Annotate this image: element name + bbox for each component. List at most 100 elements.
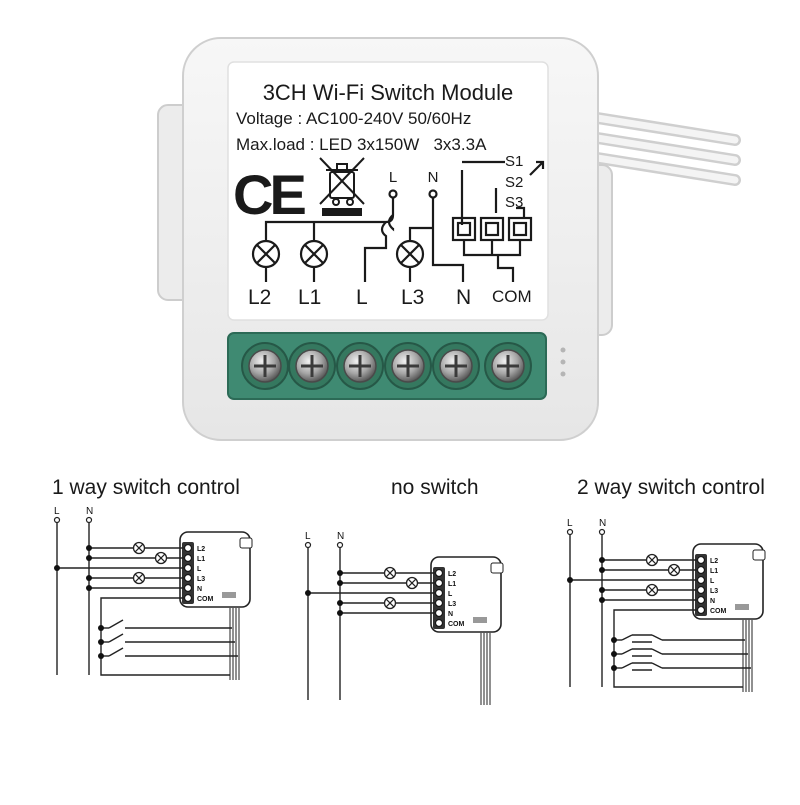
mini-terminal-screw bbox=[435, 619, 443, 627]
mini-pin-label: L2 bbox=[710, 558, 718, 565]
switch-contact bbox=[651, 634, 663, 641]
mini-pin-label: L3 bbox=[448, 601, 456, 608]
lamp-icon bbox=[132, 571, 146, 585]
switch-contact bbox=[651, 662, 663, 669]
switch-contact bbox=[108, 633, 124, 643]
label-s3: S3 bbox=[505, 194, 523, 211]
mini-pin-label: COM bbox=[710, 608, 727, 615]
label-input-n: N bbox=[428, 169, 439, 186]
mini-pin-label: N bbox=[710, 598, 715, 605]
label-s2: S2 bbox=[505, 174, 523, 191]
supply-label-l: L bbox=[567, 518, 573, 529]
mini-pin-label: L1 bbox=[197, 556, 205, 563]
module-voltage: Voltage : AC100-240V 50/60Hz bbox=[236, 109, 471, 128]
terminal-label-l3: L3 bbox=[401, 286, 424, 309]
lamp-icon bbox=[154, 551, 168, 565]
junction-dot bbox=[599, 597, 605, 603]
mini-pin-label: L bbox=[197, 566, 202, 573]
mini-pin-label: N bbox=[448, 611, 453, 618]
mini-module-body bbox=[179, 531, 251, 608]
terminal-screws bbox=[241, 342, 532, 390]
mini-terminal-screw bbox=[697, 556, 705, 564]
mini-terminal-screw bbox=[697, 586, 705, 594]
switch-contact bbox=[621, 662, 633, 669]
mini-mount-tab bbox=[239, 537, 253, 549]
mini-pin-label: L1 bbox=[448, 581, 456, 588]
junction-dot bbox=[599, 567, 605, 573]
mini-mount-tab bbox=[490, 562, 504, 574]
mini-pin-label: L3 bbox=[710, 588, 718, 595]
lamp-icon bbox=[405, 576, 419, 590]
mini-logo-mark bbox=[473, 617, 487, 623]
junction-dot bbox=[567, 577, 573, 583]
terminal-label-l2: L2 bbox=[248, 286, 271, 309]
terminal-screw bbox=[484, 342, 532, 390]
module-max-load: Max.load : LED 3x150W 3x3.3A bbox=[236, 135, 487, 154]
mini-terminal-screw bbox=[435, 609, 443, 617]
mini-pin-label: L1 bbox=[710, 568, 718, 575]
lamp-icon bbox=[132, 541, 146, 555]
mini-terminal-screw bbox=[184, 584, 192, 592]
mini-terminal-screw bbox=[435, 599, 443, 607]
mini-terminal-screw bbox=[435, 569, 443, 577]
mini-pin-label: COM bbox=[197, 596, 214, 603]
supply-terminal-l bbox=[304, 541, 312, 549]
supply-label-l: L bbox=[305, 531, 311, 542]
supply-terminal-n bbox=[85, 516, 93, 524]
switch-loop bbox=[100, 670, 230, 676]
mini-terminal-screw bbox=[184, 564, 192, 572]
supply-terminal-l bbox=[53, 516, 61, 524]
status-dot bbox=[560, 371, 566, 377]
com-wire bbox=[100, 597, 185, 670]
supply-label-n: N bbox=[86, 506, 93, 517]
terminal-screw bbox=[432, 342, 480, 390]
junction-dot bbox=[611, 651, 617, 657]
mini-terminal-screw bbox=[435, 589, 443, 597]
switch-contact bbox=[621, 634, 633, 641]
mini-terminal-screw bbox=[697, 606, 705, 614]
lamp-icon-l1 bbox=[299, 239, 329, 269]
junction-dot bbox=[86, 585, 92, 591]
supply-terminal-n bbox=[598, 528, 606, 536]
junction-dot bbox=[337, 570, 343, 576]
mini-terminal-screw bbox=[697, 596, 705, 604]
supply-terminal-l bbox=[566, 528, 574, 536]
status-dot bbox=[560, 359, 566, 365]
mini-module-body bbox=[430, 556, 502, 633]
junction-dot bbox=[54, 565, 60, 571]
bottom-terminal-labels: L2 L1 L L3 N COM bbox=[248, 286, 532, 309]
mini-mount-tab bbox=[752, 549, 766, 561]
terminal-label-l: L bbox=[356, 286, 368, 309]
terminal-screw bbox=[241, 342, 289, 390]
mini-terminal-screw bbox=[184, 574, 192, 582]
mini-terminal-screw bbox=[435, 579, 443, 587]
supply-label-n: N bbox=[599, 518, 606, 529]
junction-dot bbox=[337, 600, 343, 606]
switch-module: 3CH Wi-Fi Switch Module Voltage : AC100-… bbox=[157, 37, 741, 441]
mini-terminal-screw bbox=[184, 554, 192, 562]
mini-terminal-screw bbox=[697, 566, 705, 574]
supply-terminal-n bbox=[336, 541, 344, 549]
terminal-label-com: COM bbox=[492, 287, 532, 306]
switch-contact bbox=[108, 619, 124, 629]
mini-logo-mark bbox=[222, 592, 236, 598]
lamp-icon-l2 bbox=[251, 239, 281, 269]
module-title: 3CH Wi-Fi Switch Module bbox=[263, 80, 514, 105]
mini-pin-label: L2 bbox=[448, 571, 456, 578]
switch-contact bbox=[651, 648, 663, 655]
label-input-l: L bbox=[389, 169, 397, 186]
mini-logo-mark bbox=[735, 604, 749, 610]
mini-pin-label: L3 bbox=[197, 576, 205, 583]
terminal-label-n: N bbox=[456, 286, 471, 309]
junction-dot bbox=[599, 557, 605, 563]
label-schematic bbox=[251, 160, 545, 282]
junction-dot bbox=[98, 625, 104, 631]
lamp-icon bbox=[383, 566, 397, 580]
mini-terminal-screw bbox=[184, 594, 192, 602]
terminal-screw bbox=[336, 342, 384, 390]
